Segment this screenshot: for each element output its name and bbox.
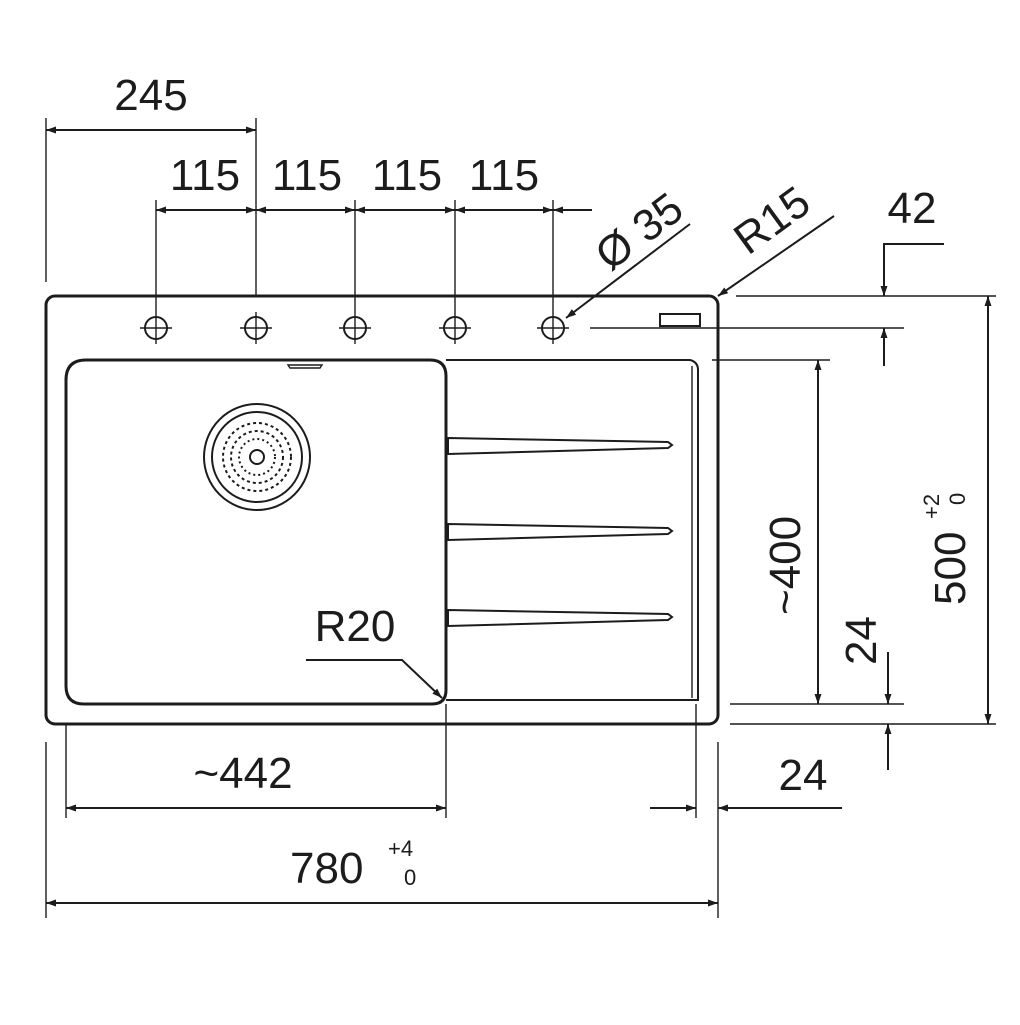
dim-500-tol-upper: +2 [919, 494, 944, 519]
dim-r15: R15 [717, 177, 835, 297]
dim-500: 500 +2 0 [919, 296, 992, 724]
dim-115-label: 115 [170, 151, 240, 200]
dim-r15-label: R15 [725, 177, 819, 264]
dim-780-tol-lower: 0 [404, 865, 416, 890]
dim-115-label: 115 [372, 151, 442, 200]
dim-r20-label: R20 [315, 602, 396, 651]
dim-245: 245 [46, 71, 256, 134]
dim-diameter-label: Ø 35 [587, 183, 693, 280]
dim-442-label: ~442 [193, 749, 292, 798]
dim-780: 780 +4 0 [46, 836, 718, 907]
sink-outline [44, 294, 720, 726]
bowl [64, 358, 448, 706]
dim-115-label: 115 [469, 151, 539, 200]
dim-24-vertical: 24 [837, 616, 892, 770]
dim-hole-diameter: Ø 35 [565, 183, 693, 319]
dim-400-label: ~400 [761, 516, 810, 615]
overflow-slot [659, 313, 701, 327]
tap-hole-crosshair-icon [537, 312, 569, 344]
dim-400: ~400 [761, 360, 822, 704]
dim-780-label: 780 [290, 844, 363, 893]
dim-442: ~442 [66, 749, 446, 812]
dim-115-label: 115 [272, 151, 342, 200]
drainer-rib [447, 522, 674, 542]
tap-hole-crosshair-icon [140, 312, 172, 344]
dim-24-horizontal: 24 [650, 751, 842, 812]
drainer-rib [447, 608, 674, 628]
dim-r20: R20 [306, 602, 443, 699]
dim-hole-spacing: 115 115 115 115 [156, 151, 592, 214]
tap-hole-crosshair-icon [240, 312, 272, 344]
dim-42: 42 [880, 184, 944, 366]
dim-500-label: 500 [926, 532, 975, 605]
drain-strainer-icon [203, 403, 311, 511]
dim-42-label: 42 [888, 184, 937, 233]
tap-hole-crosshair-icon [339, 312, 371, 344]
extension-lines [45, 118, 996, 918]
tap-hole-crosshair-icon [439, 312, 471, 344]
dim-500-tol-lower: 0 [945, 493, 970, 505]
dim-245-label: 245 [114, 71, 187, 120]
dim-780-tol-upper: +4 [388, 836, 413, 861]
tap-hole-row [140, 312, 569, 344]
drainer-rib [447, 436, 674, 456]
dim-24-horizontal-label: 24 [779, 751, 828, 800]
dim-24-vertical-label: 24 [837, 616, 886, 665]
drainer-board [446, 359, 699, 701]
